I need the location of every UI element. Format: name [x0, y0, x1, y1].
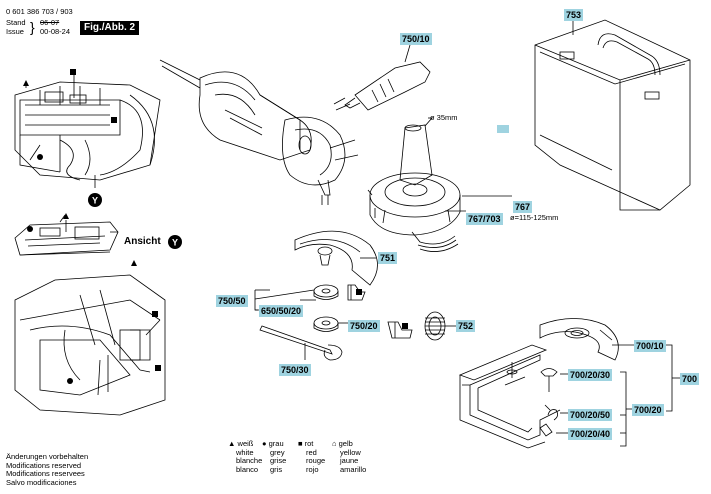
label-750-50: 750/50: [216, 295, 248, 307]
label-752: 752: [456, 320, 476, 332]
red-marker-3: [152, 311, 158, 317]
white-marker-3: [131, 260, 137, 266]
angle-grinder: [159, 59, 359, 205]
flanges: [254, 284, 413, 339]
dim-115-125mm: ø=115-125mm: [510, 213, 559, 222]
issue-label: Issue: [6, 27, 24, 36]
label-750-10: 750/10: [400, 33, 432, 45]
label-650-50-20: 650/50/20: [259, 305, 304, 317]
grey-dot-icon: ●: [262, 439, 267, 448]
issue-value: 00-08-24: [40, 27, 71, 36]
spanner: [259, 325, 343, 361]
figure-label: Fig./Abb. 2: [80, 21, 140, 35]
guard-assembly: [539, 318, 619, 361]
stand-value: 06-07: [40, 18, 60, 27]
label-750-30: 750/30: [279, 364, 311, 376]
dust-guard: [367, 117, 512, 252]
wheel-guard: [294, 230, 378, 286]
red-marker-4: [155, 365, 161, 371]
legend-yellow: ⌂ gelb yellow jaune amarillo: [332, 439, 367, 474]
red-marker-flange-2: [402, 323, 408, 329]
red-square-icon: ■: [298, 439, 303, 448]
label-700-20-40: 700/20/40: [568, 428, 613, 440]
depth-guide-frame: [458, 344, 568, 449]
reference-swatch: [497, 125, 509, 133]
legend-red: ■ rot red rouge rojo: [298, 439, 326, 474]
legend-grey: ● grau grey grise gris: [262, 439, 287, 474]
white-marker-1: [23, 80, 29, 86]
grey-marker-3: [67, 378, 73, 384]
brace: }: [30, 19, 35, 35]
stand-label: Stand: [6, 18, 26, 27]
leader-lines: [254, 289, 680, 447]
dim-35mm: ø 35mm: [430, 113, 458, 122]
note-es: Salvo modificaciones: [6, 477, 77, 487]
ansicht-label: Ansicht: [124, 236, 161, 247]
detail-switch-upper: [14, 72, 161, 188]
label-700-20-30: 700/20/30: [568, 369, 613, 381]
ansicht-y-marker: Y: [172, 238, 178, 248]
label-753: 753: [564, 9, 584, 21]
label-767-703: 767/703: [466, 213, 503, 225]
note-en: Modifications reserved: [6, 460, 82, 470]
label-750-20: 750/20: [348, 320, 380, 332]
y-marker-text: Y: [92, 196, 98, 206]
notes: Änderungen vorbehalten Modifications res…: [6, 452, 89, 487]
note-fr: Modifications reservees: [6, 469, 85, 479]
y-marker-circle: [88, 193, 102, 207]
yellow-bell-icon: ⌂: [332, 439, 337, 448]
carrying-case: [534, 15, 691, 211]
note-de: Änderungen vorbehalten: [6, 452, 89, 461]
grey-marker-1: [37, 154, 43, 160]
label-700-20-50: 700/20/50: [568, 409, 613, 421]
label-700: 700: [680, 373, 700, 385]
label-767: 767: [513, 201, 533, 213]
label-700-20: 700/20: [632, 404, 664, 416]
detail-view-y: [14, 214, 119, 256]
label-751: 751: [378, 252, 398, 264]
detail-housing-lower: [14, 274, 166, 416]
cutting-wheel: [424, 311, 456, 341]
ansicht-y-circle: [168, 235, 182, 249]
white-triangle-icon: ▲: [228, 439, 236, 448]
red-marker-1: [70, 69, 76, 75]
legend-white: ▲ weiß white blanche blanco: [228, 439, 263, 474]
doc-number: 0 601 386 703 / 903: [6, 7, 73, 16]
grey-marker-2: [27, 226, 33, 232]
white-marker-2: [63, 213, 69, 219]
side-handle: [333, 44, 431, 111]
label-700-10: 700/10: [634, 340, 666, 352]
red-marker-flange-1: [356, 289, 362, 295]
red-marker-2: [111, 117, 117, 123]
